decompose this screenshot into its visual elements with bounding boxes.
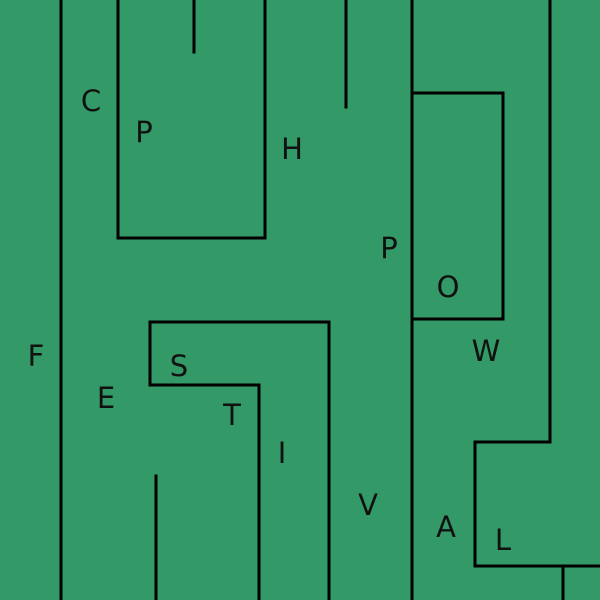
maze-letters: C P H P O W F E S T I V A L <box>28 84 511 557</box>
letter-i: I <box>278 436 287 470</box>
letter-p-right: P <box>380 231 398 265</box>
letter-f: F <box>28 339 45 373</box>
letter-w: W <box>472 334 501 368</box>
letter-t: T <box>222 398 241 432</box>
letter-l: L <box>495 523 511 557</box>
letter-p-top: P <box>135 115 153 149</box>
letter-h: H <box>281 132 303 166</box>
letter-c: C <box>81 84 101 118</box>
wall-right-step <box>473 0 600 568</box>
wall-right-box <box>410 91 505 321</box>
maze-walls <box>59 0 600 600</box>
letter-o: O <box>437 270 460 304</box>
letter-s: S <box>170 349 188 383</box>
letter-v: V <box>358 488 378 522</box>
letter-e: E <box>97 381 115 415</box>
wall-top-left-u <box>116 0 267 240</box>
wall-middle-step <box>148 320 331 600</box>
letter-a: A <box>436 510 456 544</box>
